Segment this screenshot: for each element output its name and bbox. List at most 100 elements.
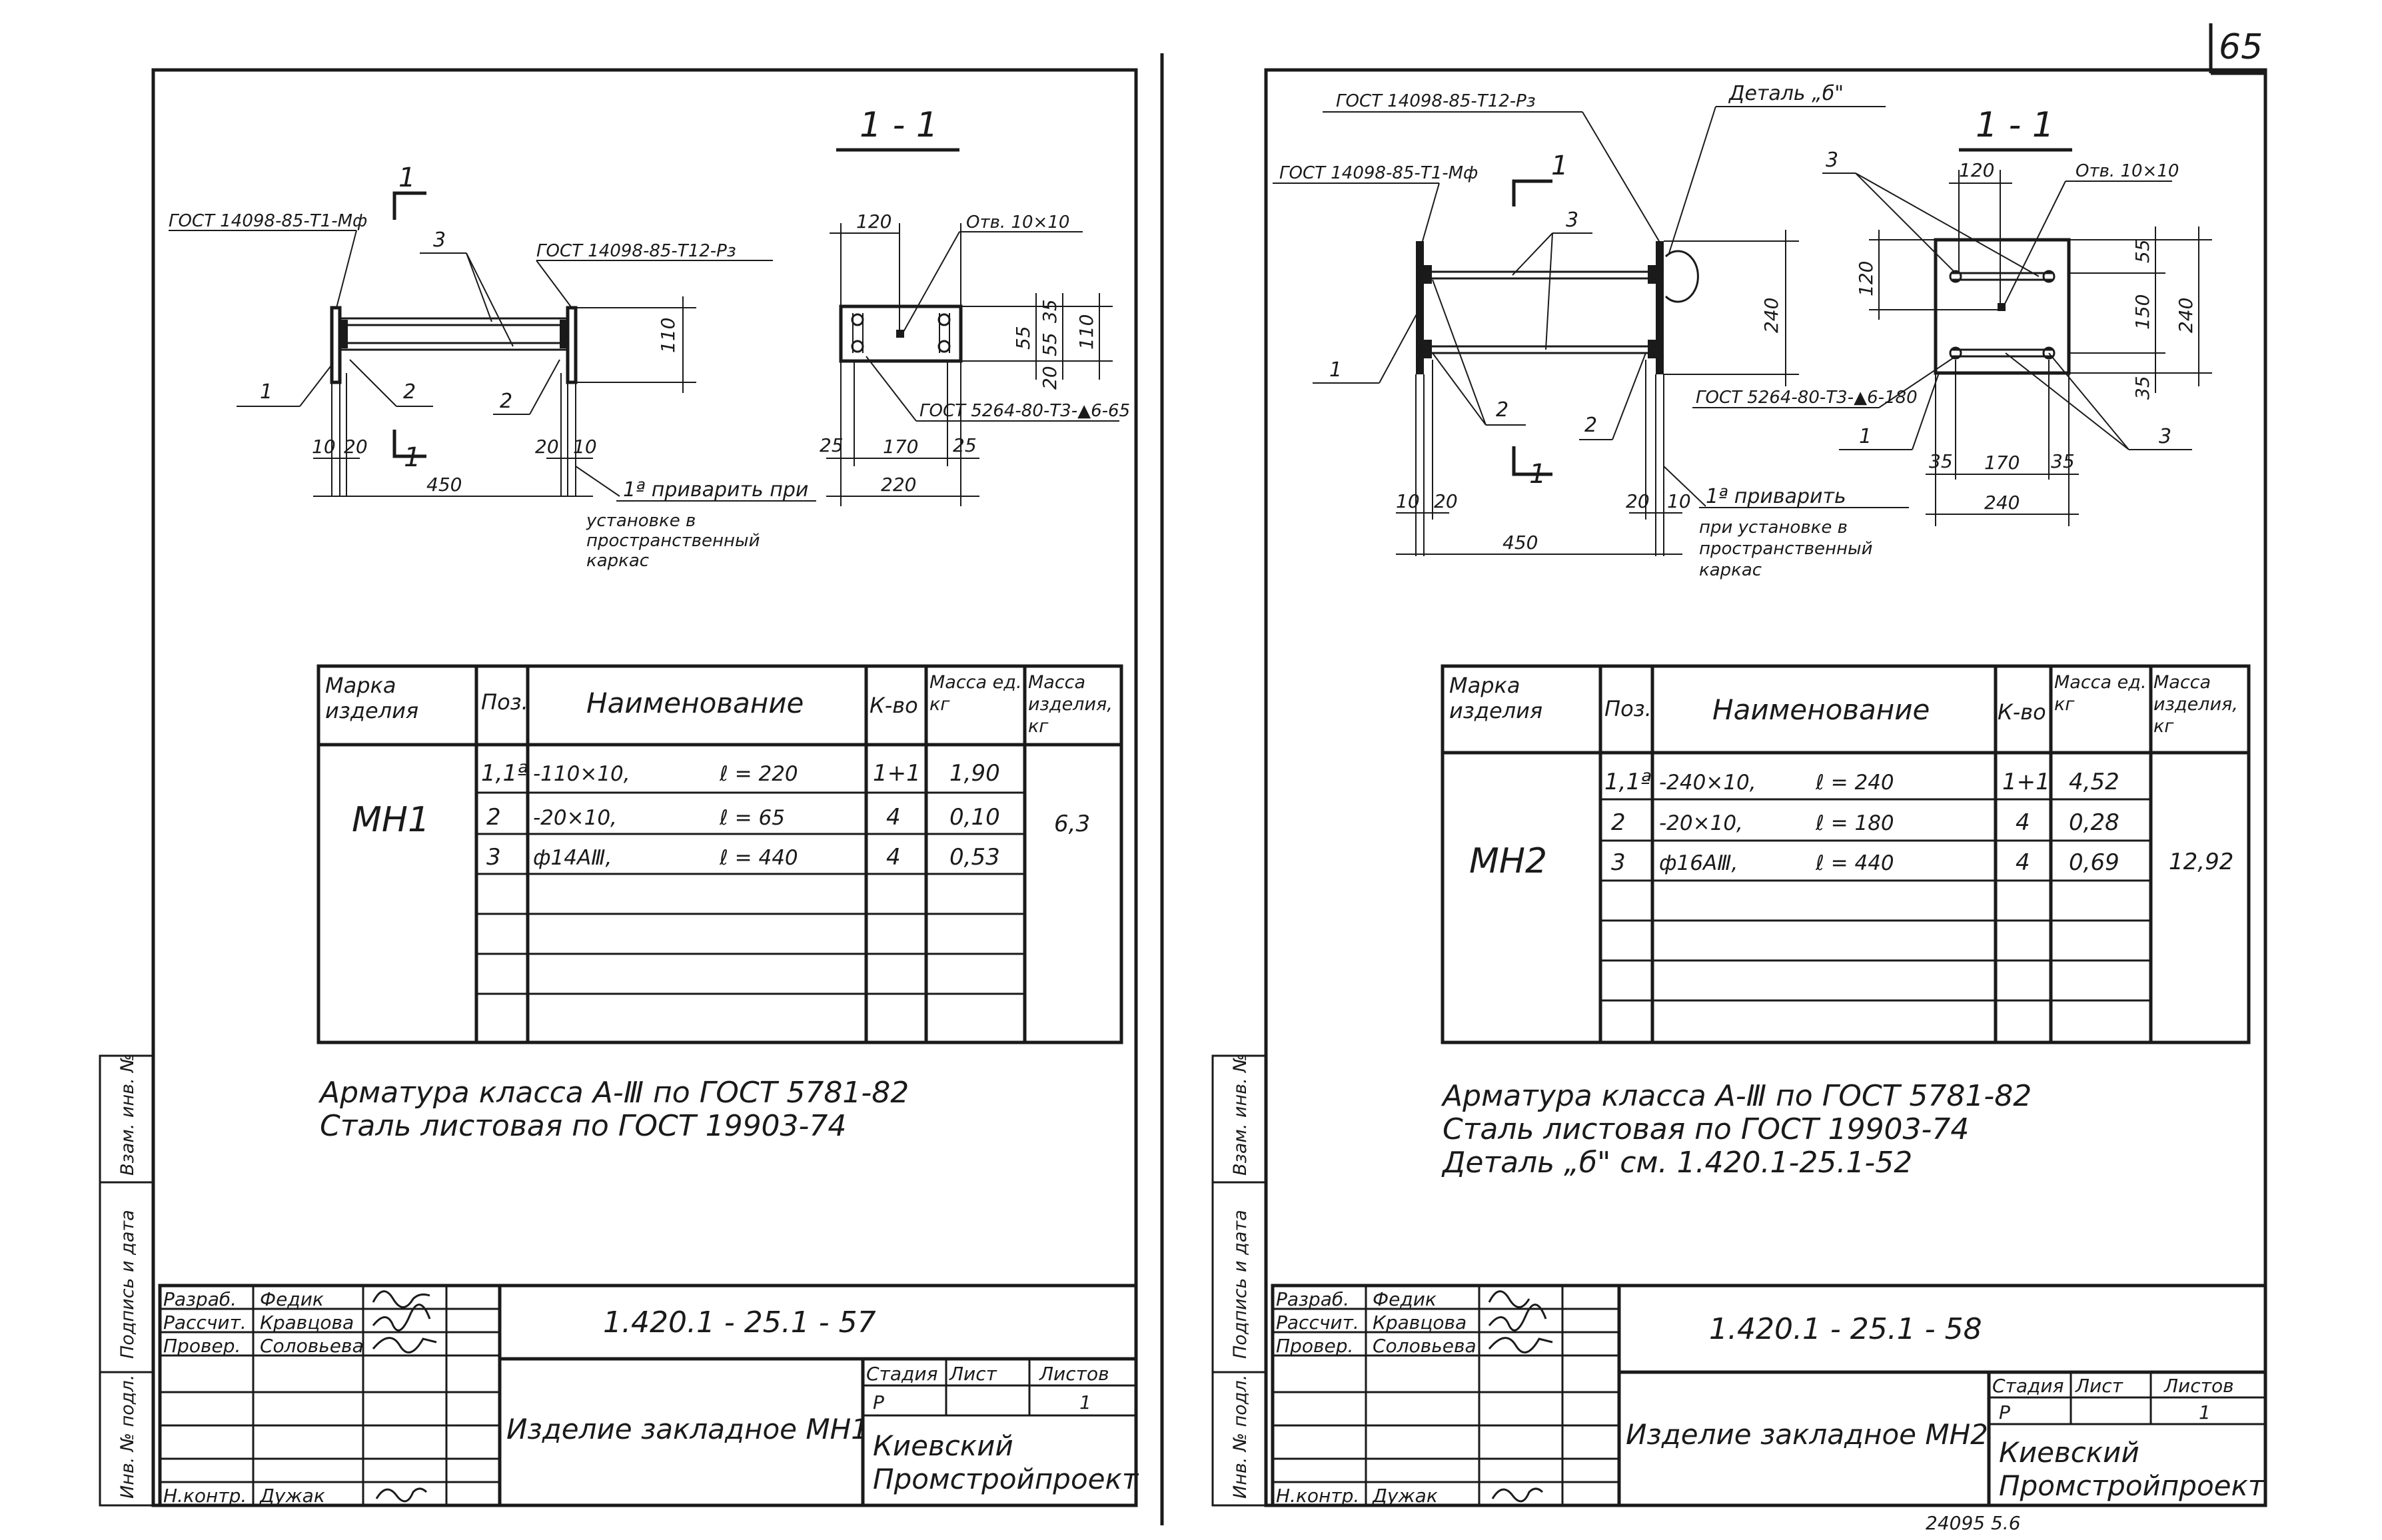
th-kvo: К-во bbox=[870, 693, 918, 718]
row2-2-mass: 0,28 bbox=[2069, 809, 2119, 836]
sheet-2-spec-table: Марка изделия Поз. Наименование К-во Мас… bbox=[1441, 664, 2251, 1044]
sheet-1-spec-table: Марка изделия Поз. Наименование К-во Мас… bbox=[316, 664, 1123, 1044]
label-pos-3: 3 bbox=[433, 228, 446, 252]
th-poz: Поз. bbox=[481, 689, 528, 715]
note2-1: Арматура класса А-Ⅲ по ГОСТ 5781-82 bbox=[1441, 1079, 2032, 1113]
row-2-qty: 4 bbox=[886, 804, 901, 831]
role2-nkontr: Н.контр. bbox=[1276, 1485, 1359, 1507]
section2-dim-170: 170 bbox=[1984, 452, 2020, 474]
sheet-2-elevation: 1 1 10 20 20 bbox=[1273, 82, 1909, 580]
row-2-name: -20×10, bbox=[533, 806, 617, 830]
th2-massa-izd: Масса изделия, кг bbox=[2153, 672, 2238, 737]
side-podpis: Подпись и дата bbox=[117, 1210, 138, 1359]
section2-dim-35b: 35 bbox=[2051, 450, 2075, 472]
sheet-2-section: 1 - 1 120 Отв. 10×10 3 bbox=[1692, 105, 2212, 526]
note-2: Сталь листовая по ГОСТ 19903-74 bbox=[320, 1109, 846, 1143]
dim-10-right: 10 bbox=[573, 436, 597, 458]
label-gost-section: ГОСТ 5264-80-Т3-▲6-65 bbox=[919, 401, 1130, 421]
label2-hole: Отв. 10×10 bbox=[2076, 161, 2179, 181]
th-massa-izd: Масса изделия, кг bbox=[1028, 672, 1113, 737]
name-3: Соловьева bbox=[260, 1335, 364, 1357]
section-label: 1 - 1 bbox=[860, 105, 938, 145]
row-1-name: -110×10, bbox=[533, 762, 630, 786]
weld-note-line-1: 1ª приварить при bbox=[623, 478, 808, 502]
stage2-label: Стадия bbox=[1992, 1375, 2064, 1397]
row2-3-qty: 4 bbox=[2016, 849, 2030, 876]
row-3-mass: 0,53 bbox=[949, 844, 1000, 871]
role-nkontr: Н.контр. bbox=[163, 1485, 247, 1507]
label2-detail: Деталь „б" bbox=[1728, 82, 1844, 105]
sheet-1-section: 1 - 1 120 Отв. 10×10 25 bbox=[820, 105, 1130, 506]
section-dim-55b: 55 bbox=[1039, 332, 1061, 356]
role-razrab: Разраб. bbox=[163, 1288, 237, 1310]
doc-code: 1.420.1 - 25.1 - 57 bbox=[603, 1306, 876, 1340]
label2-pos-2b: 2 bbox=[1584, 414, 1597, 437]
sheet-1-side-strip: Инв. № подл. Подпись и дата Взам. инв. № bbox=[99, 1054, 155, 1507]
th2-naimenovanie: Наименование bbox=[1712, 693, 1930, 726]
signature-3 bbox=[372, 1337, 437, 1353]
th-naimenovanie: Наименование bbox=[586, 687, 804, 719]
side2-vzam: Взам. инв. № bbox=[1230, 1054, 1251, 1176]
section-dim-55: 55 bbox=[1012, 326, 1034, 350]
row2-2-pos: 2 bbox=[1611, 809, 1626, 836]
doc-title: Изделие закладное МН1 bbox=[506, 1413, 869, 1445]
th2-kvo: К-во bbox=[1998, 699, 2046, 725]
page-number-box: 65 bbox=[2209, 23, 2265, 75]
doc2-code: 1.420.1 - 25.1 - 58 bbox=[1709, 1312, 1982, 1346]
sheet-2-title-block: Разраб. Рассчит. Провер. Н.контр. Федик … bbox=[1271, 1284, 2267, 1507]
sheets2-value: 1 bbox=[2199, 1401, 2211, 1423]
section-dim-170: 170 bbox=[883, 436, 918, 458]
label2-gost-section: ГОСТ 5264-80-Т3-▲6-180 bbox=[1696, 388, 1918, 408]
row2-2-name: -20×10, bbox=[1659, 811, 1743, 835]
label2-gost-top: ГОСТ 14098-85-Т12-Рз bbox=[1336, 91, 1536, 111]
row-3-length: ℓ = 440 bbox=[719, 846, 798, 870]
doc2-title: Изделие закладное МН2 bbox=[1626, 1418, 1988, 1451]
row-2-mass: 0,10 bbox=[949, 804, 1000, 831]
dim-20-left: 20 bbox=[344, 436, 368, 458]
label-pos-2b: 2 bbox=[500, 390, 512, 413]
weld-note-line-3: пространственный bbox=[586, 531, 760, 551]
label2-pos-3: 3 bbox=[1566, 208, 1578, 232]
section-dim-110: 110 bbox=[1075, 314, 1097, 350]
section2-dim-150: 150 bbox=[2131, 294, 2153, 330]
row2-3-length: ℓ = 440 bbox=[1815, 851, 1894, 875]
section2-dim-35a: 35 bbox=[1929, 450, 1953, 472]
row-2-pos: 2 bbox=[486, 804, 501, 831]
dim2-10-right: 10 bbox=[1667, 490, 1691, 512]
name2-3: Соловьева bbox=[1373, 1335, 1477, 1357]
table2-total-mass: 12,92 bbox=[2169, 849, 2233, 875]
sheet-1-title-block: Разраб. Рассчит. Провер. Н.контр. Федик … bbox=[158, 1284, 1139, 1507]
section2-dim-120v: 120 bbox=[1855, 261, 1877, 296]
row-1-pos: 1,1ª bbox=[481, 760, 528, 787]
section2-mark-top: 1 bbox=[1551, 151, 1568, 181]
table2-mark: МН2 bbox=[1469, 841, 1547, 881]
note-1: Арматура класса А-Ⅲ по ГОСТ 5781-82 bbox=[318, 1076, 909, 1110]
name-1: Федик bbox=[260, 1288, 324, 1310]
dim-20-right: 20 bbox=[535, 436, 559, 458]
row2-1-mass: 4,52 bbox=[2069, 769, 2119, 795]
label2-pos-3-section-b: 3 bbox=[2159, 425, 2171, 448]
sheet-2-side-strip: Инв. № подл. Подпись и дата Взам. инв. № bbox=[1211, 1054, 1267, 1507]
row2-1-name: -240×10, bbox=[1659, 771, 1756, 795]
org2-line-1: Киевский bbox=[1999, 1436, 2139, 1469]
sheet-2: Инв. № подл. Подпись и дата Взам. инв. №… bbox=[1211, 68, 2267, 1507]
th2-poz: Поз. bbox=[1604, 696, 1652, 721]
org2-line-2: Промстройпроект bbox=[1999, 1469, 2265, 1502]
row-1-mass: 1,90 bbox=[949, 760, 1000, 787]
label-pos-2a: 2 bbox=[403, 380, 416, 404]
weld2-note-line-4: каркас bbox=[1699, 560, 1762, 580]
dim-110: 110 bbox=[657, 318, 679, 353]
side2-podpis: Подпись и дата bbox=[1230, 1210, 1251, 1359]
row-3-name: ф14АⅢ, bbox=[533, 846, 612, 870]
table-mark: МН1 bbox=[352, 800, 430, 840]
row2-3-mass: 0,69 bbox=[2069, 849, 2119, 876]
weld2-note-line-3: пространственный bbox=[1699, 539, 1872, 559]
side-vzam: Взам. инв. № bbox=[117, 1054, 138, 1176]
signature-6 bbox=[375, 1487, 428, 1503]
table-total-mass: 6,3 bbox=[1054, 811, 1090, 837]
sheets2-label: Листов bbox=[2163, 1375, 2234, 1397]
dim2-10-left: 10 bbox=[1396, 490, 1420, 512]
page-number: 65 bbox=[2219, 27, 2263, 67]
role2-razrab: Разраб. bbox=[1276, 1288, 1349, 1310]
